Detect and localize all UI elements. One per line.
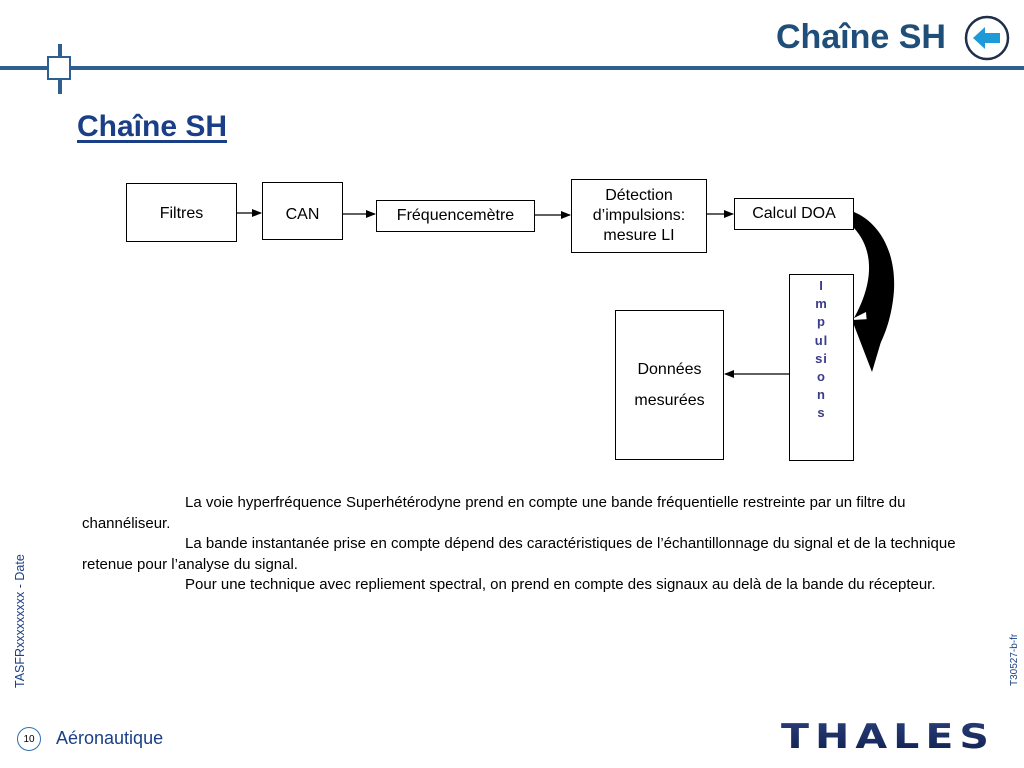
side-label-left: TASFRxxxxxxxxx - Date xyxy=(13,554,27,688)
box-detection-impulsions: Détection d’impulsions: mesure LI xyxy=(571,179,707,253)
body-text: La voie hyperfréquence Superhétérodyne p… xyxy=(82,493,962,596)
box-filtres: Filtres xyxy=(126,183,237,242)
thales-logo: THALES xyxy=(781,718,995,750)
header-title: Chaîne SH xyxy=(775,18,946,56)
box-calcul-doa: Calcul DOA xyxy=(734,198,854,230)
impulsions-label: Impulsions xyxy=(814,278,829,421)
diagram-connectors xyxy=(237,209,895,378)
footer-label: Aéronautique xyxy=(56,728,164,748)
box-impulsions: Impulsions xyxy=(789,274,854,461)
body-paragraph-3: Pour une technique avec repliement spect… xyxy=(185,576,936,593)
box-can: CAN xyxy=(262,182,343,240)
box-donnees-mesurees: Données mesurées xyxy=(615,310,724,460)
side-label-right: T30527-b-fr xyxy=(1009,633,1020,686)
body-paragraph-2: La bande instantanée prise en compte dép… xyxy=(82,535,956,573)
cross-ornament-box xyxy=(47,56,71,80)
curved-arrow-head xyxy=(852,318,888,372)
thales-logo-text: THALES xyxy=(781,718,995,750)
body-paragraph-1: La voie hyperfréquence Superhétérodyne p… xyxy=(82,494,906,532)
back-arrow-icon[interactable] xyxy=(963,14,1011,62)
donnees-label-line1: Données xyxy=(637,361,702,378)
header-rule xyxy=(0,66,1024,70)
page-number: 10 xyxy=(17,727,41,751)
box-frequencemetre: Fréquencemètre xyxy=(376,200,535,232)
slide-title: Chaîne SH xyxy=(77,110,228,143)
donnees-label-line2: mesurées xyxy=(634,392,705,409)
